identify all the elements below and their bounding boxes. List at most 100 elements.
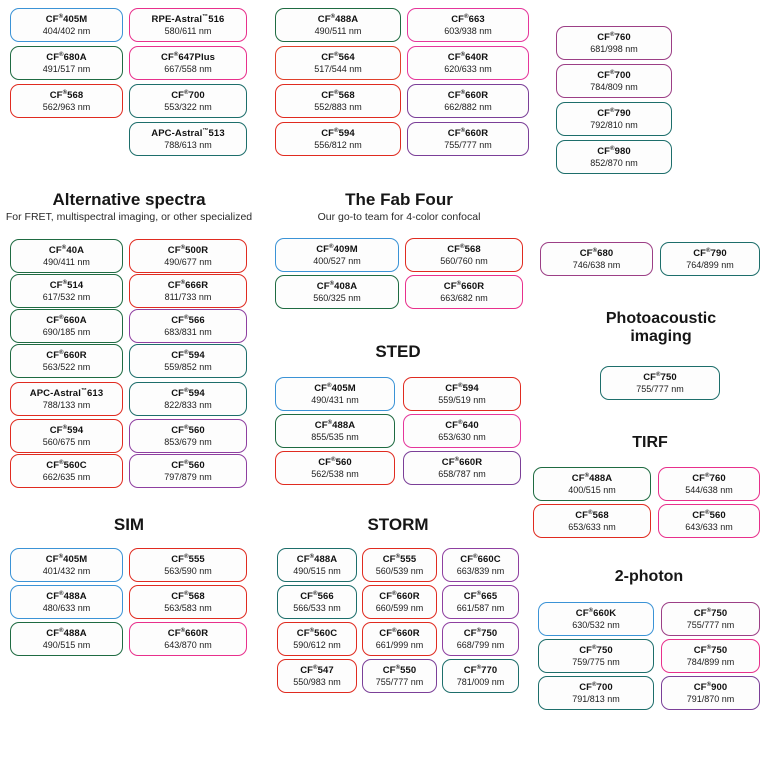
dye-family: CF bbox=[460, 553, 474, 565]
dye-wavelength: 784/809 nm bbox=[590, 82, 638, 93]
trademark-symbol: ® bbox=[456, 280, 462, 287]
dye-wavelength: 811/733 nm bbox=[164, 292, 212, 303]
dye-wavelength: 662/882 nm bbox=[444, 102, 492, 113]
dye-wavelength: 855/535 nm bbox=[311, 432, 359, 443]
dye-number: 488A bbox=[332, 419, 356, 431]
dye-family: CF bbox=[693, 681, 707, 693]
dye-family: CF bbox=[379, 590, 393, 602]
dye-wavelength: 560/539 nm bbox=[375, 566, 424, 577]
trademark-symbol: ® bbox=[58, 13, 64, 20]
dye-name: CF®594 bbox=[171, 388, 205, 400]
dye-number: 700 bbox=[596, 681, 613, 693]
dye-number: 660R bbox=[465, 127, 489, 139]
dye-family: CF bbox=[171, 89, 185, 101]
dye-name: CF®750 bbox=[643, 372, 677, 384]
dye-family: CF bbox=[300, 590, 314, 602]
dye-number: 560C bbox=[63, 459, 87, 471]
dye-family: CF bbox=[693, 247, 707, 259]
trademark-symbol: ® bbox=[329, 280, 335, 287]
trademark-symbol: ® bbox=[59, 590, 64, 597]
dye-number: 700 bbox=[614, 69, 631, 81]
dye-family: CF bbox=[45, 13, 59, 25]
dye-name: CF®750 bbox=[694, 645, 728, 657]
dye-name: CF®770 bbox=[464, 665, 498, 677]
dye-number: 640R bbox=[465, 51, 489, 63]
